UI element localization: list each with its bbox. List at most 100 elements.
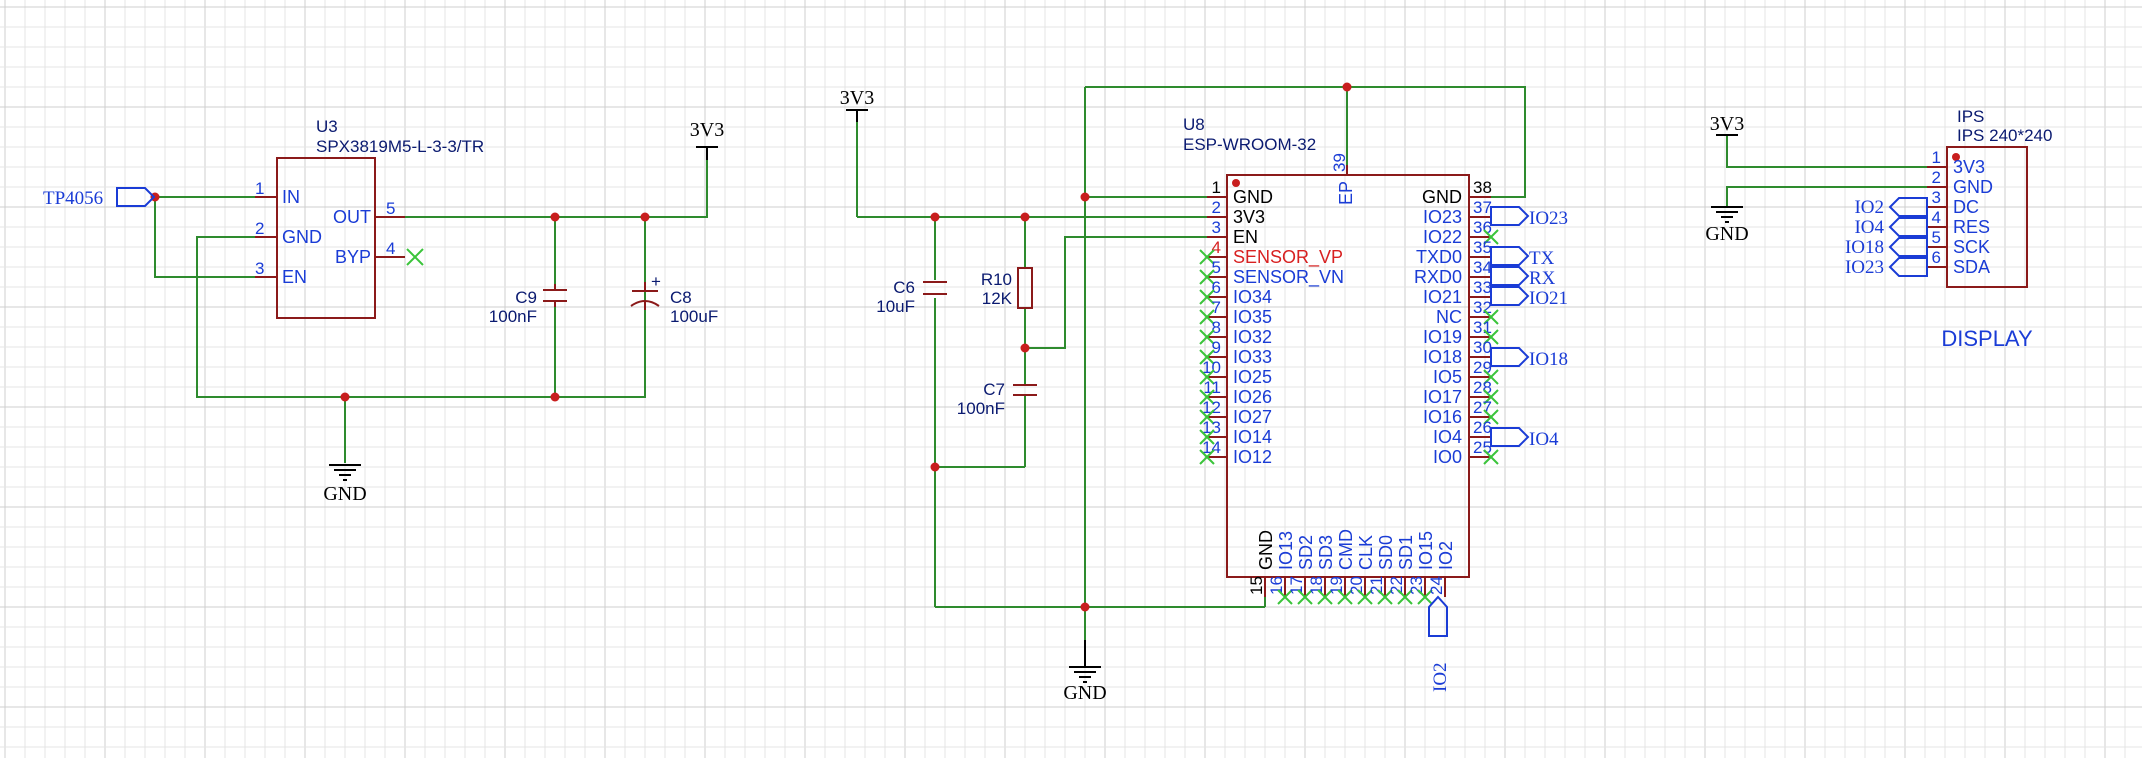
svg-text:GND: GND: [1063, 682, 1106, 704]
pin-number: 2: [1212, 198, 1221, 217]
u8-ref: U8: [1183, 115, 1205, 134]
pin-number: 10: [1202, 358, 1221, 377]
pin-name: IO17: [1423, 387, 1462, 407]
pin-name: SCK: [1953, 237, 1990, 257]
pin-number: 33: [1473, 278, 1492, 297]
svg-text:TX: TX: [1529, 248, 1555, 269]
svg-text:IO18: IO18: [1529, 349, 1568, 370]
net-flag[interactable]: IO23: [1845, 257, 1928, 278]
r10-resistor[interactable]: R10 12K: [981, 267, 1033, 309]
svg-text:OUT: OUT: [333, 207, 371, 227]
power-3v3-display[interactable]: 3V3: [1710, 113, 1744, 136]
u8-net-flags[interactable]: IO23 TX RX IO21 IO18 IO4 IO2: [1428, 206, 1568, 692]
pin-number: 38: [1473, 178, 1492, 197]
pin-name: IO15: [1416, 531, 1436, 570]
pin-name: GND: [1256, 530, 1276, 570]
pin-number: 11: [1203, 378, 1221, 397]
pin-name: 3V3: [1953, 157, 1985, 177]
pin-name: DC: [1953, 197, 1979, 217]
power-3v3-mcu[interactable]: 3V3: [840, 87, 874, 122]
no-connect-marker: [1199, 349, 1215, 365]
no-connect-marker: [1483, 329, 1499, 345]
no-connect-marker: [1483, 369, 1499, 385]
svg-text:GND: GND: [282, 227, 322, 247]
u3-ref: U3: [316, 117, 338, 136]
pin-name: IO14: [1233, 427, 1272, 447]
c9-capacitor[interactable]: C9 100nF: [489, 284, 567, 326]
net-flag[interactable]: IO18: [1845, 237, 1928, 258]
net-flag[interactable]: IO2: [1854, 197, 1928, 218]
tp4056-net-flag[interactable]: TP4056: [43, 187, 156, 209]
pin-name: IO0: [1433, 447, 1462, 467]
svg-text:TP4056: TP4056: [43, 188, 103, 209]
ground-symbol-mcu[interactable]: GND: [1063, 640, 1107, 704]
pin-name: SENSOR_VP: [1233, 247, 1343, 268]
pin-name: IO26: [1233, 387, 1272, 407]
pin-number: 18: [1307, 576, 1326, 595]
pin-number: 17: [1287, 576, 1306, 595]
no-connect-marker: [1199, 329, 1215, 345]
pin-number: 26: [1473, 418, 1492, 437]
pin-name: CMD: [1336, 529, 1356, 570]
u8-ep-pin: 39 EP: [1330, 153, 1356, 205]
pin-number: 7: [1212, 298, 1221, 317]
net-flag-label: IO18: [1845, 237, 1884, 258]
u3-regulator[interactable]: U3 SPX3819M5-L-3-3/TR 1 2 3 5 4 IN GND E…: [255, 117, 484, 319]
display-title: DISPLAY: [1941, 326, 2033, 351]
c6-capacitor[interactable]: C6 10uF: [876, 278, 947, 316]
power-3v3-regulator[interactable]: 3V3: [690, 119, 724, 160]
pin-number: 6: [1932, 248, 1941, 267]
pin-number: 34: [1473, 258, 1492, 277]
net-flag[interactable]: IO4: [1854, 217, 1928, 238]
no-connect-marker: [1337, 589, 1353, 605]
display-wires: [1726, 135, 1927, 207]
svg-text:+: +: [651, 272, 661, 291]
pin-name: IO27: [1233, 407, 1272, 427]
net-flag-label: IO23: [1845, 257, 1884, 278]
c8-electrolytic-capacitor[interactable]: + C8 100uF: [630, 272, 718, 326]
pin-name: IO12: [1233, 447, 1272, 467]
pin-number: 4: [1932, 208, 1941, 227]
pin-number: 5: [1212, 258, 1221, 277]
svg-text:IO2: IO2: [1430, 662, 1451, 692]
pin-number: 21: [1367, 576, 1386, 595]
svg-text:C7: C7: [983, 380, 1005, 399]
c7-capacitor[interactable]: C7 100nF: [957, 380, 1037, 418]
svg-text:IO4: IO4: [1529, 429, 1559, 450]
ground-symbol-regulator[interactable]: GND: [323, 464, 367, 505]
pin-name: GND: [1953, 177, 1993, 197]
no-connect-marker: [1483, 449, 1499, 465]
svg-text:GND: GND: [1705, 223, 1748, 245]
pin-name: IO4: [1433, 427, 1462, 447]
svg-text:3V3: 3V3: [1710, 113, 1744, 135]
no-connect-marker: [1397, 589, 1413, 605]
svg-text:EN: EN: [282, 267, 307, 287]
svg-text:10uF: 10uF: [876, 297, 915, 316]
pin-name: NC: [1436, 307, 1462, 327]
no-connect-marker: [1277, 589, 1293, 605]
ground-symbol-display[interactable]: GND: [1705, 206, 1749, 245]
pin-name: IO18: [1423, 347, 1462, 367]
u8-pin-right: 26 IO4: [1433, 418, 1492, 447]
